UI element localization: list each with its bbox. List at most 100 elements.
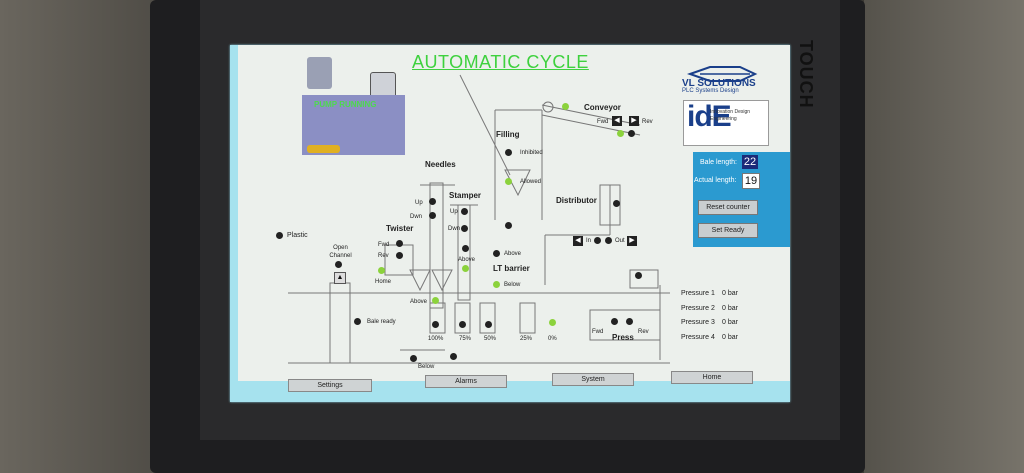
stamper-dwn-label: Dwn <box>448 226 461 232</box>
twister-rev-indicator <box>396 252 403 259</box>
set-ready-button[interactable]: Set Ready <box>698 223 758 238</box>
hmi-screen: AUTOMATIC CYCLE PUMP RUNNING VL SOLUTION… <box>230 45 790 402</box>
pump-graphic <box>302 57 405 157</box>
bale-length-label: Bale length: <box>700 159 737 166</box>
stamper-above-indicator <box>462 265 469 272</box>
stamper-up-indicator <box>461 208 468 215</box>
stamper-dwn-indicator <box>461 225 468 232</box>
open-channel-button[interactable]: ▲ <box>334 272 346 284</box>
filling-inhibited-label: Inhibited <box>520 150 543 156</box>
needles-up-indicator <box>429 198 436 205</box>
pressure-4-value: 0 bar <box>722 334 738 341</box>
filling-allowed-indicator <box>505 178 512 185</box>
twister-rev-label: Rev <box>378 253 389 259</box>
nav-home-button[interactable]: Home <box>671 371 753 384</box>
twister-home-label: Home <box>375 279 392 285</box>
screen-title: AUTOMATIC CYCLE <box>412 52 589 72</box>
needles-up-label: Up <box>415 200 423 206</box>
logo-tagline: PLC Systems Design <box>682 88 739 94</box>
conveyor-fwd-label: Fwd <box>597 119 609 125</box>
bale-ready-label: Bale ready <box>367 319 396 325</box>
level-50-indicator <box>485 321 492 328</box>
filling-label: Filling <box>496 130 520 139</box>
level-75-label: 75% <box>459 336 472 342</box>
needles-above-indicator <box>432 297 439 304</box>
lt-barrier-above-indicator <box>493 250 500 257</box>
pump-motor <box>307 57 332 89</box>
below-indicator-a <box>410 355 417 362</box>
machine-schematic <box>288 74 670 364</box>
pressure-2-label: Pressure 2 <box>681 305 715 312</box>
pressure-3-value: 0 bar <box>722 319 738 326</box>
lt-barrier-above-label: Above <box>504 251 522 257</box>
below-label: Below <box>418 364 435 370</box>
distributor-out-indicator <box>605 237 612 244</box>
press-rev-indicator <box>626 318 633 325</box>
ide-logo-sub: Innovation Design Engineering <box>710 109 751 122</box>
conveyor-rev-button[interactable]: ▶ <box>629 116 639 126</box>
conveyor-run-indicator <box>562 103 569 110</box>
lt-barrier-below-label: Below <box>504 282 521 288</box>
actual-length-value: 19 <box>742 173 760 189</box>
plastic-indicator <box>276 232 283 239</box>
press-cylinder-indicator <box>635 272 642 279</box>
distributor-in-button[interactable]: ◀ <box>573 236 583 246</box>
wall-right <box>864 0 1024 473</box>
conveyor-rev-label: Rev <box>642 119 653 125</box>
stamper-label: Stamper <box>449 191 482 200</box>
pressure-4-label: Pressure 4 <box>681 334 715 341</box>
conveyor-label: Conveyor <box>584 103 621 112</box>
wall-left <box>0 0 165 473</box>
stamper-mid-indicator <box>462 245 469 252</box>
needles-label: Needles <box>425 160 456 169</box>
level-75-indicator <box>459 321 466 328</box>
distributor-indicator <box>613 200 620 207</box>
distributor-out-label: Out <box>615 238 625 244</box>
bale-length-value[interactable]: 22 <box>742 155 758 169</box>
level-0-label: 0% <box>548 336 557 342</box>
nav-system-button[interactable]: System <box>552 373 634 386</box>
stamper-above-label: Above <box>458 257 476 263</box>
conveyor-fwd-button[interactable]: ◀ <box>612 116 622 126</box>
distributor-label: Distributor <box>556 196 597 205</box>
conveyor-rev-indicator <box>628 130 635 137</box>
distributor-in-label: In <box>586 238 592 244</box>
nav-settings-button[interactable]: Settings <box>288 379 372 392</box>
filling-valve-indicator <box>505 222 512 229</box>
pump-heater <box>307 145 340 153</box>
logo-company: VL SOLUTIONS <box>682 78 756 89</box>
level-50-label: 50% <box>484 336 497 342</box>
bale-ready-indicator <box>354 318 361 325</box>
twister-label: Twister <box>386 224 414 233</box>
ide-logo: idE <box>687 100 732 133</box>
pressure-2-value: 0 bar <box>722 305 738 312</box>
ide-logo-box <box>683 100 769 146</box>
actual-length-label: Actual length: <box>694 177 737 184</box>
filling-inhibited-indicator <box>505 149 512 156</box>
filling-allowed-label: Allowed <box>520 179 542 185</box>
plastic-label: Plastic <box>287 232 308 239</box>
level-100-indicator <box>432 321 439 328</box>
needles-dwn-label: Dwn <box>410 214 423 220</box>
open-channel-indicator <box>335 261 342 268</box>
level-0-indicator <box>549 319 556 326</box>
level-100-label: 100% <box>428 336 444 342</box>
press-label: Press <box>612 333 634 342</box>
vl-solutions-logo-icon <box>686 66 758 82</box>
open-channel-label: Open Channel <box>329 245 352 259</box>
needles-above-label: Above <box>410 299 428 305</box>
bezel-touch-label: TOUCH <box>796 40 816 109</box>
nav-alarms-button[interactable]: Alarms <box>425 375 507 388</box>
distributor-out-button[interactable]: ▶ <box>627 236 637 246</box>
conveyor-fwd-indicator <box>617 130 624 137</box>
reset-counter-button[interactable]: Reset counter <box>698 200 758 215</box>
needles-dwn-indicator <box>429 212 436 219</box>
lt-barrier-below-indicator <box>493 281 500 288</box>
level-25-label: 25% <box>520 336 533 342</box>
stamper-up-label: Up <box>450 209 458 215</box>
pressure-3-label: Pressure 3 <box>681 319 715 326</box>
twister-fwd-indicator <box>396 240 403 247</box>
pump-status: PUMP RUNNING <box>314 100 377 109</box>
press-fwd-indicator <box>611 318 618 325</box>
pressure-1-label: Pressure 1 <box>681 290 715 297</box>
